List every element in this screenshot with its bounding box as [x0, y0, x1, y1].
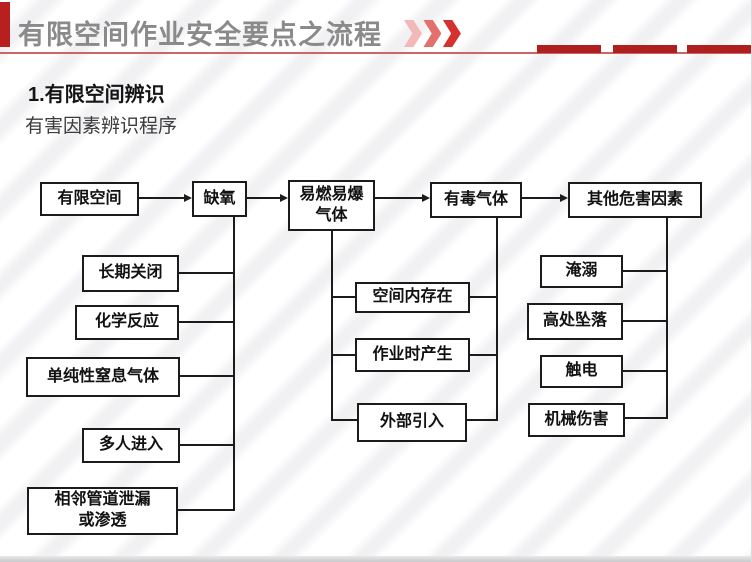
node-long-term-closed: 长期关闭: [82, 255, 179, 292]
arrow-head-icon: [560, 194, 568, 202]
flow-arrow-line: [375, 197, 422, 199]
chevron-right-icon: [423, 20, 442, 47]
decor-red-segment: [537, 45, 601, 53]
node-adjacent-pipeline-leak: 相邻管道泄漏 或渗透: [27, 487, 178, 535]
flow-arrow-line: [139, 197, 184, 199]
connector-line: [331, 419, 357, 421]
connector-line: [233, 217, 235, 511]
connector-line: [470, 354, 498, 356]
connector-line: [625, 417, 668, 419]
arrow-head-icon: [184, 194, 192, 202]
connector-line: [623, 320, 668, 322]
connector-line: [179, 321, 235, 323]
node-limited-space: 有限空间: [40, 182, 139, 216]
node-drowning: 淹溺: [540, 255, 623, 288]
node-electric-shock: 触电: [540, 355, 623, 388]
node-produced-during-work: 作业时产生: [355, 338, 470, 372]
node-toxic-gas: 有毒气体: [430, 182, 522, 218]
connector-line: [623, 270, 668, 272]
flow-arrow-line: [247, 197, 280, 199]
connector-line: [331, 231, 333, 421]
page-title: 有限空间作业安全要点之流程: [18, 20, 382, 50]
connector-line: [179, 272, 235, 274]
header-accent-bar: [0, 2, 10, 47]
node-chemical-reaction: 化学反应: [75, 305, 179, 340]
connector-line: [180, 375, 235, 377]
page-bottom-edge: [0, 556, 751, 562]
node-simple-asphyxiant-gas: 单纯性窒息气体: [26, 357, 180, 397]
decor-red-segment: [613, 45, 677, 53]
node-existing-in-space: 空间内存在: [355, 282, 470, 313]
connector-line: [331, 354, 355, 356]
title-underline: [0, 52, 751, 54]
section-subheading: 有害因素辨识程序: [25, 116, 178, 137]
node-externally-introduced: 外部引入: [357, 403, 467, 442]
section-heading: 1.有限空间辨识: [28, 84, 165, 106]
connector-line: [496, 218, 498, 421]
connector-line: [666, 218, 668, 419]
connector-line: [331, 296, 355, 298]
chevron-right-icon: [442, 20, 461, 47]
decor-red-segment: [687, 45, 751, 53]
connector-line: [180, 444, 235, 446]
connector-line: [178, 509, 235, 511]
node-fall-from-height: 高处坠落: [527, 303, 623, 340]
chevron-right-icon: [404, 20, 422, 47]
triple-chevron-right-icon: [404, 20, 461, 47]
arrow-head-icon: [422, 194, 430, 202]
node-multiple-people-entering: 多人进入: [82, 428, 180, 463]
node-flammable-explosive-gas: 易燃易爆 气体: [288, 180, 375, 231]
arrow-head-icon: [280, 194, 288, 202]
connector-line: [467, 419, 498, 421]
node-other-hazards: 其他危害因素: [568, 182, 702, 218]
node-oxygen-deficiency: 缺氧: [192, 181, 247, 217]
node-mechanical-injury: 机械伤害: [528, 403, 625, 437]
flow-arrow-line: [522, 197, 560, 199]
connector-line: [623, 370, 668, 372]
connector-line: [470, 296, 498, 298]
